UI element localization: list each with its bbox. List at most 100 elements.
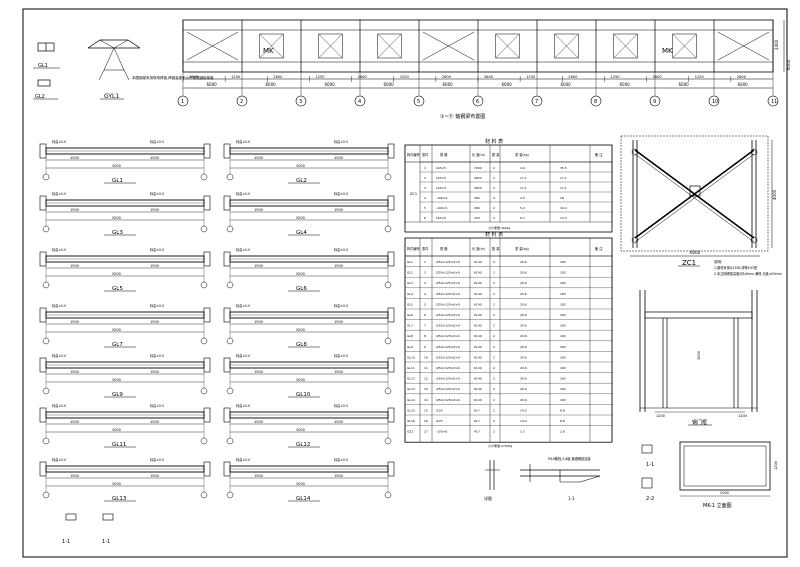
beam-elevation-mark: 标高±0.0 [52,191,66,196]
table2-cell: 2 [493,345,495,349]
plan-sub-dim: 1250 [695,75,705,79]
plan-opening-diag [259,33,284,59]
plan-bay-dim: 6000 [207,82,218,87]
plan-grid-number: 2 [240,99,243,105]
beam-dim-value: 1500 [254,156,263,160]
table1-cell: 250 [474,216,480,220]
beam-elevation-mark: 标高±0.0 [52,457,66,462]
table1-cell: 2 [424,176,426,180]
beam-label: GL1 [112,178,123,184]
table1-cell: 3650 [474,186,482,190]
beam-dim-value: 3000 [112,482,121,486]
beam-end-plate [223,461,231,477]
beam-elevation-mark: 标高±0.0 [236,403,250,408]
beam-elevation-mark: 标高±0.0 [150,457,164,462]
plan-grid-bubble [531,95,543,107]
table2-cell: 2 [493,366,495,370]
beam-dim-value: 1500 [254,320,263,324]
beam-end-plate [223,143,231,159]
plan-sub-dim: 2600 [653,75,663,79]
beam-label: GL6 [296,286,307,292]
table2-cell: 29.6 [520,398,527,402]
beam-label: GL12 [296,442,310,448]
beam-dim-value: 1500 [150,264,159,268]
beam-dim-value: 1500 [150,156,159,160]
table2-header: 规 格 [440,246,448,251]
beam-end-plate [387,307,395,323]
beam-dim-value: 1500 [70,264,79,268]
table1-header: 重 量(kg) [515,152,529,157]
section-b-dim-w: 2000 [720,491,729,495]
beam-elevation-mark: 标高±0.0 [334,247,348,252]
table2-header: 数 量 [492,246,500,251]
plan-opening-diag [672,33,697,59]
gl2-section-label: GL2 [35,94,45,100]
beam-elevation-mark: 标高±0.0 [150,247,164,252]
table2-cell: 6140 [474,292,482,296]
table2-cell: GL11 [407,366,415,370]
table2-cell: 417 [474,430,480,434]
table2-cell: I250×125×6×9 [436,302,460,306]
table2-total: 小计重量:2764kg [488,443,512,448]
plan-sub-dim: 1250 [231,75,241,79]
beam-end-plate [39,251,47,267]
beam-label: GL4 [296,230,307,236]
beam-dim-value: 1500 [334,370,343,374]
beam-grid-bubble [200,225,208,233]
table2-cell: GZ1 [407,430,413,434]
plan-caption: ①~⑪ 轴钢梁布置图 [440,113,485,120]
table1-cell: 2 [493,216,495,220]
table2-cell: 29.6 [520,292,527,296]
table2-cell: 2 [493,334,495,338]
table2-cell: I250×125×6×9 [436,387,460,391]
zc1-note-2: 2.未注明焊缝高度均为6mm,满焊,长度≥50mm [714,271,782,276]
beam-grid-bubble [200,281,208,289]
table2-cell: 29.6 [520,324,527,328]
table1-header: 数 量 [492,152,500,157]
frame-dim-3: 3000 [697,351,701,360]
table2-cell: 2 [493,313,495,317]
beam-elevation-mark: 标高±0.0 [236,303,250,308]
beam-label: GL8 [296,342,307,348]
beam-dim-value: 1500 [254,420,263,424]
section-b-dim-h: 1200 [774,461,778,470]
table2-cell: 29.6 [520,271,527,275]
beam-elevation-mark: 标高±0.0 [52,303,66,308]
frame-label: 钢门框 [692,419,707,426]
beam-elevation-mark: 标高±0.0 [236,139,250,144]
plan-bay-dim: 6000 [384,82,395,87]
beam-grid-bubble [200,437,208,445]
plan-opening [377,33,402,59]
beam-end-plate [223,407,231,423]
table2-cell: 29.6 [520,345,527,349]
table1-cell: L63×5 [436,186,446,190]
plan-opening-diag [377,33,402,59]
beam-dim-value: 3000 [112,272,121,276]
plan-grid-number: 9 [653,99,656,105]
beam-elevation-mark: 标高±0.0 [52,247,66,252]
beam-end-plate [387,407,395,423]
beam-end-plate [39,307,47,323]
beam-end-plate [39,461,47,477]
plan-bay-dim: 6000 [443,82,454,87]
table2-cell: 2 [493,408,495,412]
table2-cell: 3.3 [520,430,525,434]
plan-sub-dim: 2600 [273,75,283,79]
table2-header: 长 度(m) [472,246,485,251]
beam-dim-value: 1500 [334,474,343,478]
table1-cell: 6 [424,216,426,220]
plan-grid-bubble [649,95,661,107]
plan-sub-dim: 1250 [400,75,410,79]
plan-opening-diag [613,33,638,59]
table1-cell: 17.1 [520,176,527,180]
beam-grid-bubble [384,281,392,289]
beam-elevation-mark: 标高±0.0 [150,191,164,196]
beam-elevation-mark: 标高±0.0 [236,457,250,462]
beam-grid-bubble [42,225,50,233]
